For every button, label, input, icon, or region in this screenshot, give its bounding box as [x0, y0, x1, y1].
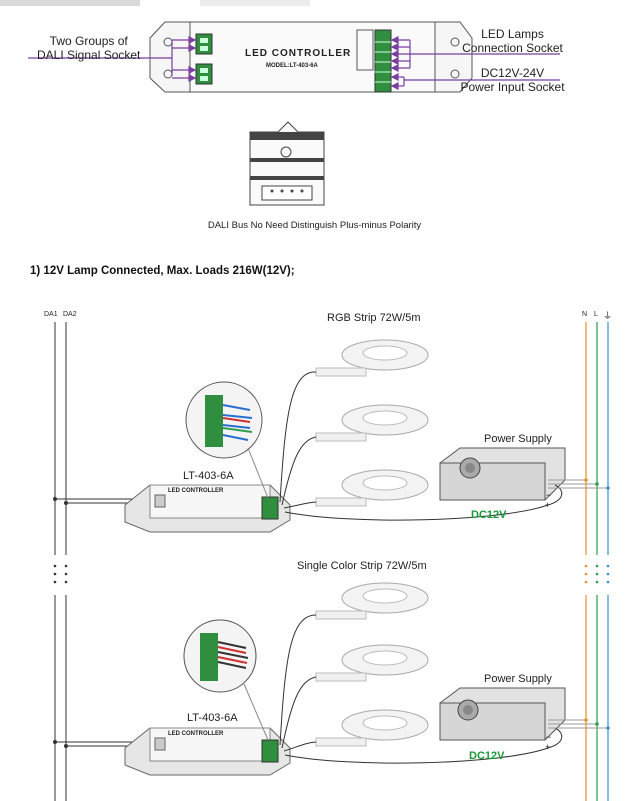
dali-bus-dots — [53, 564, 68, 584]
ground-icon: ⏚ — [603, 311, 613, 321]
power-socket-label-line2: Power Input Socket — [460, 80, 565, 94]
mains-dots — [584, 564, 610, 584]
single-color-strip-label: Single Color Strip 72W/5m — [297, 560, 427, 572]
dali-socket-label: Two Groups of DALI Signal Socket — [37, 34, 140, 62]
dc12v-label-1: DC12V — [471, 509, 507, 521]
power-supply-1-label: Power Supply — [484, 433, 552, 445]
controller-2-title: LED CONTROLLER — [168, 731, 224, 737]
lamps-socket-label: LED Lamps Connection Socket — [455, 27, 570, 55]
led-strip-1a — [315, 339, 429, 377]
led-strip-2a — [315, 582, 429, 620]
wiring-diagrams: − + — [53, 322, 610, 801]
led-strip-2b — [315, 644, 429, 682]
power-supply-2-label: Power Supply — [484, 673, 552, 685]
diagram-2: − + — [53, 582, 610, 776]
controller-end-view-icon — [249, 121, 325, 206]
led-strip-1b — [315, 404, 429, 442]
svg-text:−: − — [546, 490, 551, 500]
svg-text:+: + — [545, 500, 550, 510]
terminal-zoom-1 — [185, 381, 269, 499]
top-controller-body — [149, 21, 473, 93]
section-title: 1) 12V Lamp Connected, Max. Loads 216W(1… — [30, 265, 295, 277]
power-supply-1 — [439, 447, 566, 501]
dali-socket-label-line2: DALI Signal Socket — [37, 48, 141, 62]
top-controller-title: LED CONTROLLER — [245, 48, 352, 59]
svg-text:+: + — [545, 742, 550, 752]
polarity-note: DALI Bus No Need Distinguish Plus-minus … — [207, 220, 422, 231]
dali-bus-lines — [54, 322, 67, 801]
controller-1-label: LT-403-6A — [183, 470, 234, 482]
controller-1 — [124, 484, 291, 533]
dc12v-label-2: DC12V — [469, 750, 505, 762]
terminal-zoom-2 — [183, 619, 269, 741]
controller-2-label: LT-403-6A — [187, 712, 238, 724]
controller-1-title: LED CONTROLLER — [168, 488, 224, 494]
top-fade-bar — [0, 0, 140, 6]
top-controller-model: MODEL:LT-403-6A — [266, 63, 318, 69]
da2-label: DA2 — [63, 311, 77, 318]
power-socket-label-line1: DC12V-24V — [480, 66, 545, 80]
mains-lines — [585, 322, 609, 801]
led-strip-1c — [315, 469, 429, 507]
svg-text:−: − — [546, 732, 551, 742]
diagram-1: − + — [53, 339, 610, 533]
power-supply-2 — [439, 687, 566, 741]
dali-socket-label-line1: Two Groups of — [49, 34, 128, 48]
top-arrows — [28, 36, 560, 90]
n-label: N — [582, 311, 588, 318]
da1-label: DA1 — [44, 311, 58, 318]
rgb-strip-label: RGB Strip 72W/5m — [327, 312, 421, 324]
lamps-socket-label-line2: Connection Socket — [462, 41, 563, 55]
l-label: L — [594, 311, 598, 318]
lamps-socket-label-line1: LED Lamps — [481, 27, 544, 41]
power-socket-label: DC12V-24V Power Input Socket — [455, 66, 570, 94]
controller-2 — [124, 727, 291, 776]
led-strip-2c — [315, 709, 429, 747]
top-controller-diagram — [0, 0, 560, 206]
